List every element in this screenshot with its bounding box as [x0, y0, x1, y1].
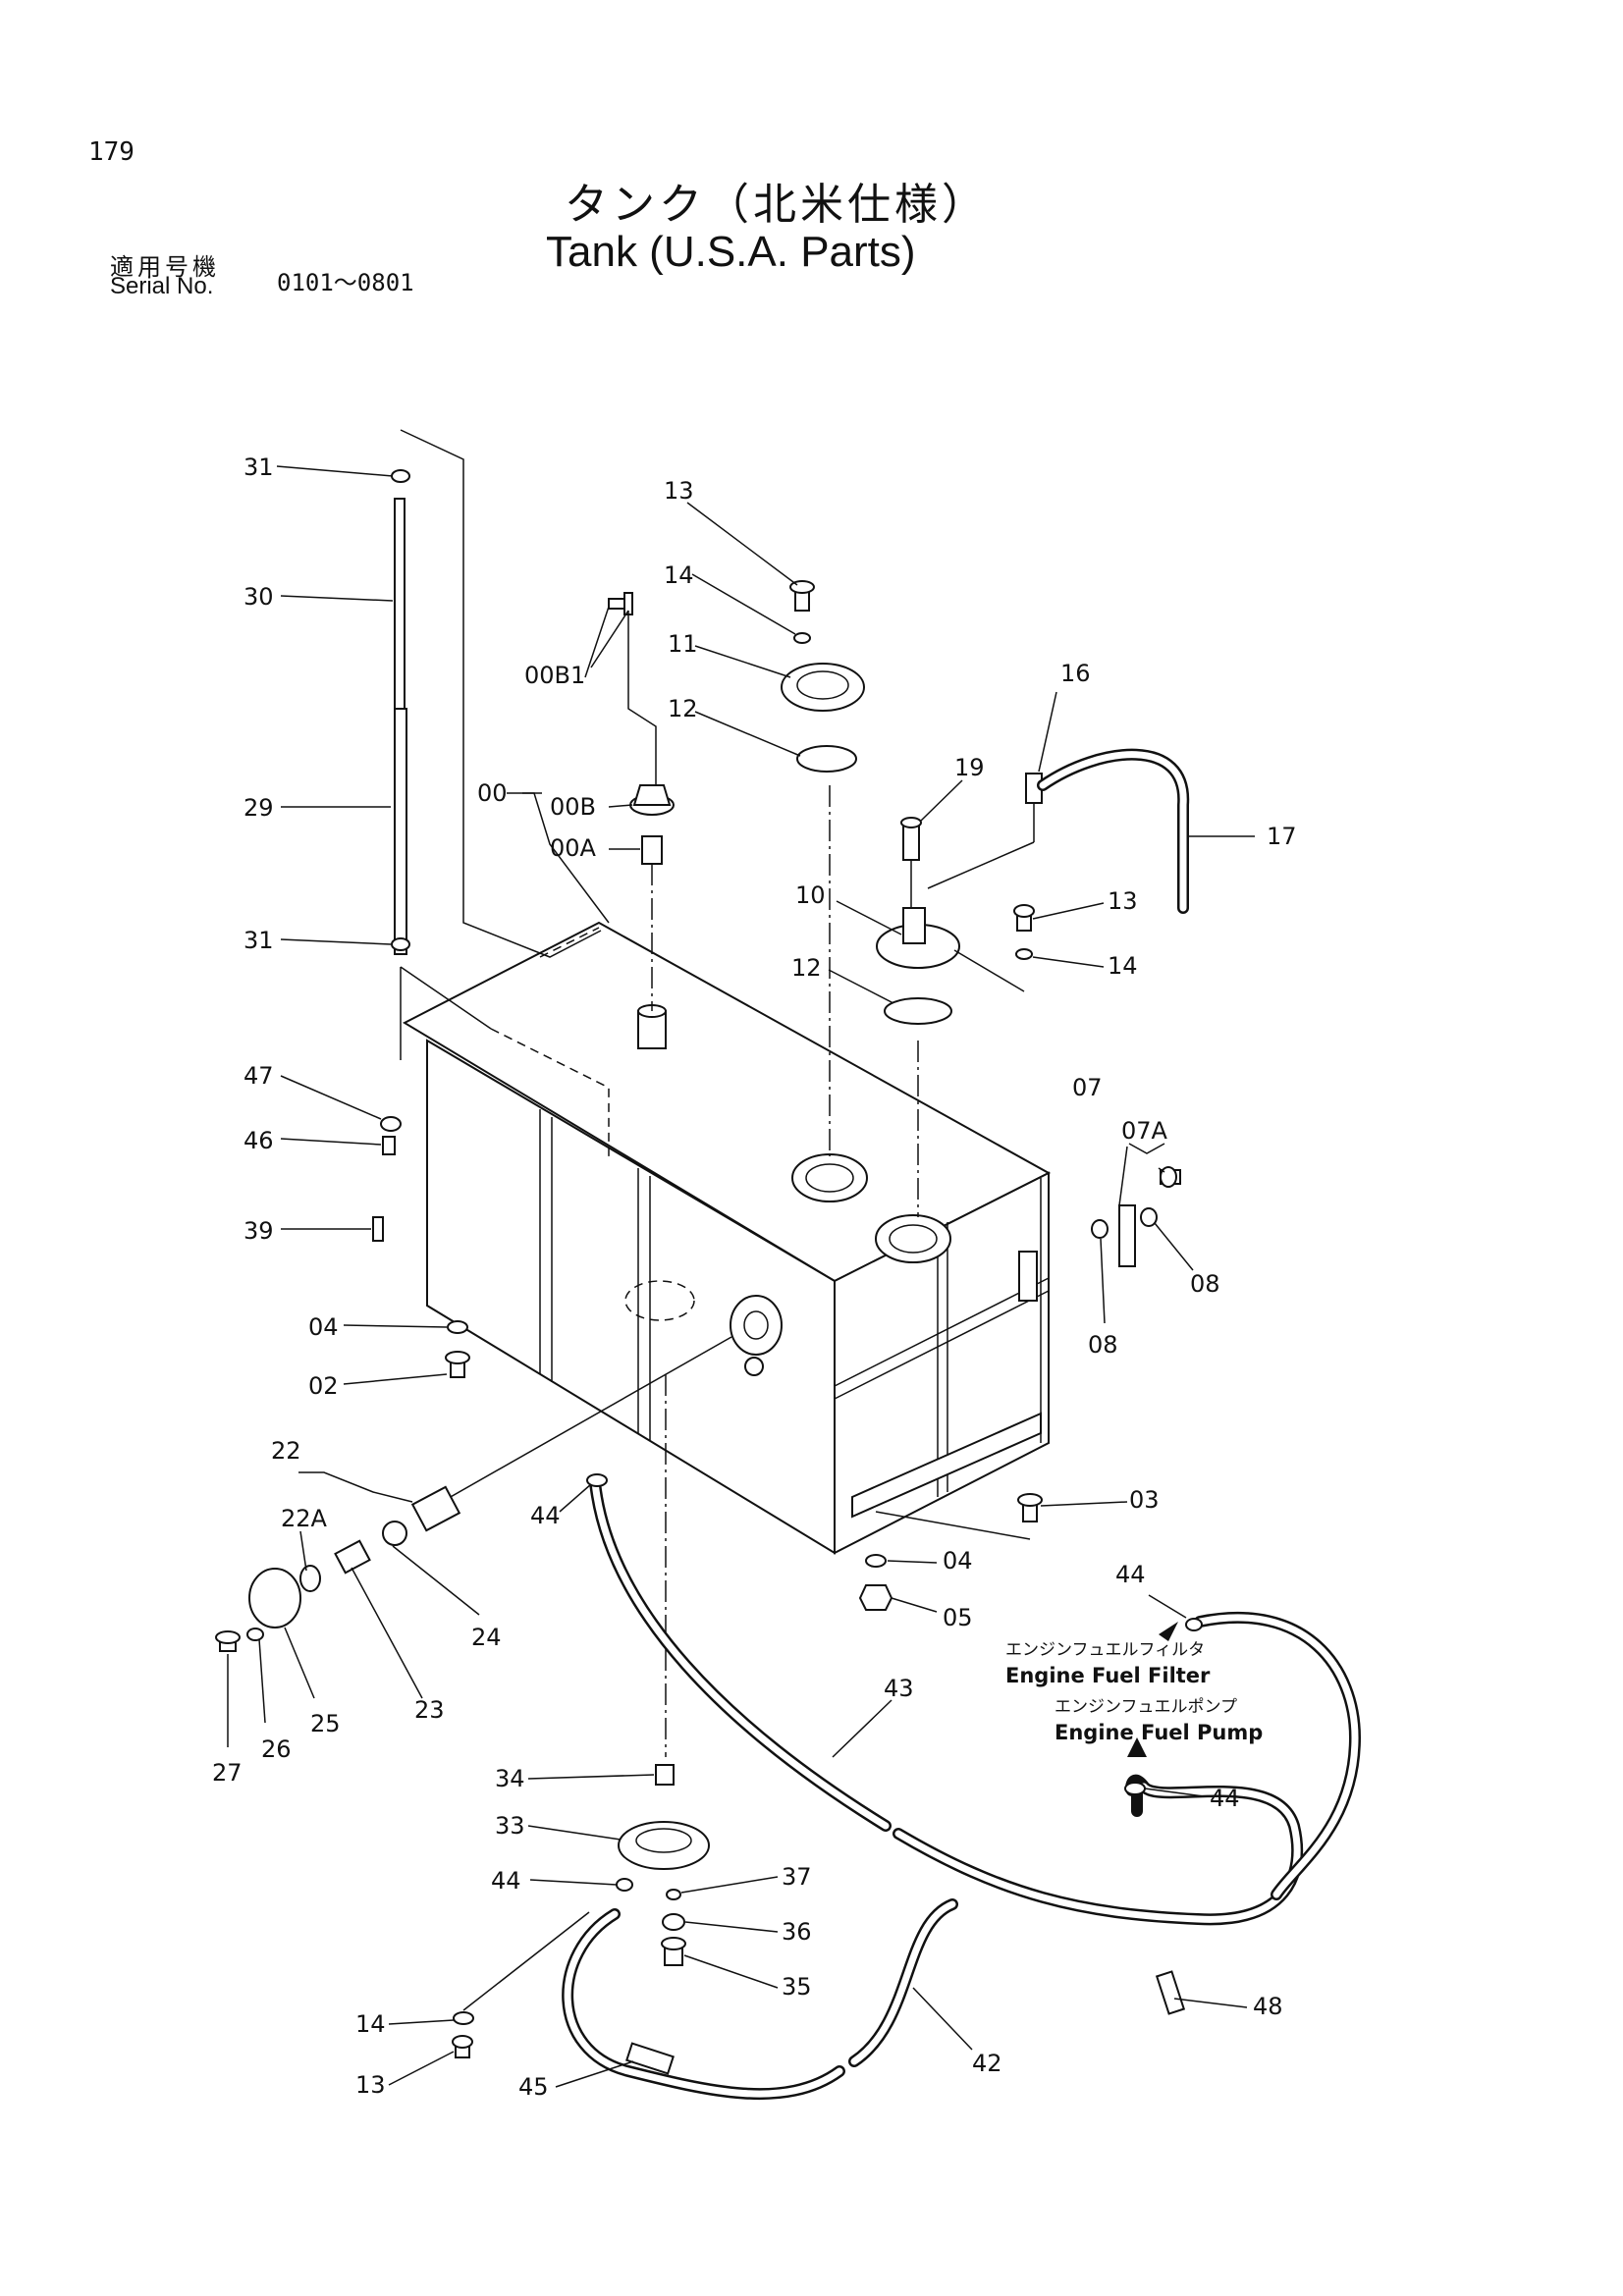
callout-label: 48 — [1253, 1993, 1283, 2020]
callout-label: 30 — [243, 583, 274, 611]
callout-label: 10 — [795, 881, 826, 909]
callout-label: 39 — [243, 1217, 274, 1245]
callout-label: 11 — [668, 630, 698, 658]
callout-label: 31 — [243, 454, 274, 481]
callout-label: 43 — [884, 1675, 914, 1702]
callout-label: 35 — [782, 1973, 812, 2001]
level-gauge-assembly — [372, 429, 602, 1378]
suction-strainer-assembly — [215, 1336, 732, 1652]
serial-range: 0101～0801 — [277, 269, 414, 296]
destination-labels: エンジンフュエルフィルタ Engine Fuel Filter エンジンフュエル… — [1005, 1640, 1263, 1744]
fuel-filter-label-english: Engine Fuel Filter — [1005, 1664, 1211, 1687]
callout-label: 14 — [664, 561, 694, 589]
callout-label: 22 — [271, 1437, 301, 1465]
callout-label: 33 — [495, 1812, 525, 1840]
callout-label: 12 — [791, 954, 822, 982]
callout-label: 14 — [1108, 952, 1138, 980]
callout-label: 00 — [477, 779, 508, 807]
callout-label: 00A — [550, 834, 597, 862]
fuel-tank-body — [402, 921, 1052, 1555]
callout-label: 34 — [495, 1765, 525, 1792]
callout-label: 13 — [1108, 887, 1138, 915]
callout-label: 25 — [310, 1710, 341, 1737]
callout-label: 00B — [550, 793, 596, 821]
callout-label: 29 — [243, 794, 274, 822]
leader-lines — [227, 465, 1255, 2088]
callout-label: 00B1 — [524, 662, 585, 689]
callout-label: 22A — [281, 1505, 328, 1532]
fuel-filter-label-japanese: エンジンフュエルフィルタ — [1005, 1640, 1205, 1660]
serial-label-english: Serial No. — [110, 273, 214, 299]
callout-label: 46 — [243, 1127, 274, 1154]
callout-label: 31 — [243, 927, 274, 954]
callout-label: 23 — [414, 1696, 445, 1724]
callout-label: 12 — [668, 695, 698, 722]
serial-label-japanese: 適用号機 — [110, 253, 220, 281]
callout-label: 08 — [1088, 1331, 1118, 1359]
filler-cap-assembly — [590, 592, 675, 1011]
callout-label: 47 — [243, 1062, 274, 1090]
callout-label: 44 — [491, 1867, 521, 1895]
callout-label: 42 — [972, 2050, 1002, 2077]
callout-label: 26 — [261, 1735, 292, 1763]
callout-label: 19 — [954, 754, 985, 781]
callout-label: 17 — [1267, 823, 1297, 850]
fuel-pump-label-japanese: エンジンフュエルポンプ — [1055, 1697, 1237, 1717]
callout-label: 37 — [782, 1863, 812, 1891]
band-bracket-assembly — [1091, 1143, 1181, 1267]
callout-label: 07 — [1072, 1074, 1103, 1101]
callout-label: 45 — [518, 2073, 549, 2101]
callout-label: 04 — [308, 1313, 339, 1341]
callout-label: 16 — [1060, 660, 1091, 687]
drain-assembly — [452, 1374, 710, 2058]
callout-label: 13 — [355, 2071, 386, 2099]
callout-label: 14 — [355, 2010, 386, 2038]
page-title-japanese: タンク（北米仕様） — [565, 180, 989, 230]
callout-label: 27 — [212, 1759, 243, 1787]
callout-label: 04 — [943, 1547, 973, 1575]
page-title-english: Tank (U.S.A. Parts) — [546, 228, 916, 276]
callout-labels: 31 30 29 31 47 46 39 04 02 22 22A 23 24 … — [212, 454, 1297, 2101]
mounting-hardware — [858, 1493, 1043, 1611]
callout-label: 13 — [664, 477, 694, 505]
callout-label: 05 — [943, 1604, 973, 1631]
callout-label: 24 — [471, 1624, 502, 1651]
top-cover-assembly — [781, 580, 1190, 1217]
callout-label: 44 — [1210, 1785, 1240, 1812]
callout-label: 36 — [782, 1918, 812, 1946]
callout-label: 44 — [1115, 1561, 1146, 1588]
page-number: 179 — [88, 137, 135, 167]
callout-label: 07A — [1121, 1117, 1168, 1145]
fuel-pump-label-english: Engine Fuel Pump — [1055, 1721, 1263, 1744]
callout-label: 08 — [1190, 1270, 1220, 1298]
callout-label: 44 — [530, 1502, 561, 1529]
fuel-hoses — [562, 1473, 1362, 2101]
callout-label: 03 — [1129, 1486, 1160, 1514]
callout-label: 02 — [308, 1372, 339, 1400]
